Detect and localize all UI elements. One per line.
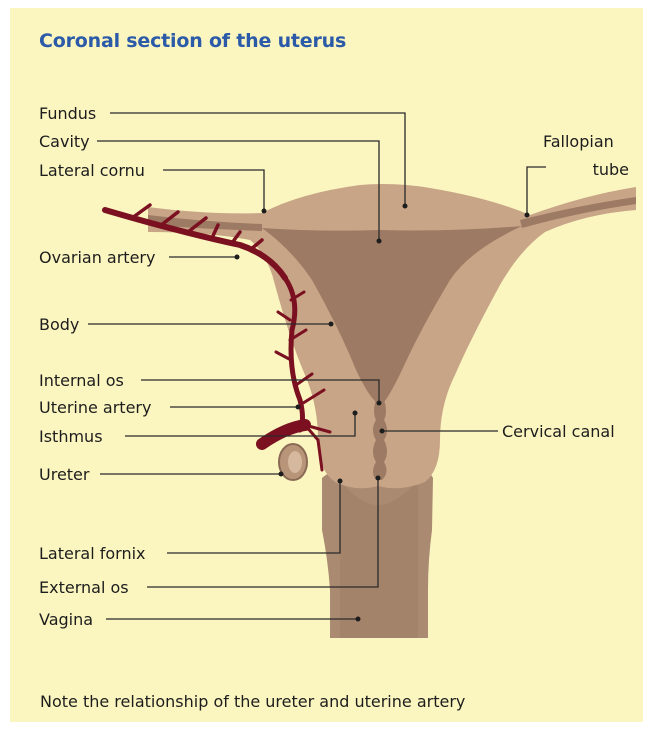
fallopian-tube-leader bbox=[527, 167, 546, 215]
lateral-cornu-leader bbox=[163, 170, 264, 211]
lateral-fornix-leader-dot bbox=[338, 479, 343, 484]
body-leader-dot bbox=[329, 322, 334, 327]
external-os-leader-dot bbox=[376, 476, 381, 481]
internal-os-leader-dot bbox=[377, 401, 382, 406]
label-fallopian-tube-line2: tube bbox=[593, 160, 629, 179]
ovarian-artery-leader-dot bbox=[235, 255, 240, 260]
label-internal-os: Internal os bbox=[39, 371, 124, 390]
isthmus-leader-dot bbox=[353, 411, 358, 416]
ureter-leader-dot bbox=[279, 472, 284, 477]
lateral-fornix-leader bbox=[167, 481, 340, 553]
label-ovarian-artery: Ovarian artery bbox=[39, 248, 155, 267]
fundus-leader-dot bbox=[403, 204, 408, 209]
label-uterine-artery: Uterine artery bbox=[39, 398, 151, 417]
label-ureter: Ureter bbox=[39, 465, 90, 484]
label-cavity: Cavity bbox=[39, 132, 90, 151]
label-vagina: Vagina bbox=[39, 610, 93, 629]
label-lateral-cornu: Lateral cornu bbox=[39, 161, 145, 180]
label-external-os: External os bbox=[39, 578, 129, 597]
uterine-artery-leader-dot bbox=[296, 405, 301, 410]
lateral-cornu-leader-dot bbox=[262, 209, 267, 214]
cavity-leader-dot bbox=[377, 239, 382, 244]
footnote: Note the relationship of the ureter and … bbox=[40, 692, 465, 711]
cervical-canal-leader-dot bbox=[380, 429, 385, 434]
label-lateral-fornix: Lateral fornix bbox=[39, 544, 146, 563]
label-isthmus: Isthmus bbox=[39, 427, 103, 446]
label-cervical-canal: Cervical canal bbox=[502, 422, 615, 441]
fallopian-tube-leader-dot bbox=[525, 213, 530, 218]
ureter-lumen bbox=[288, 451, 302, 473]
uterine-artery-trunk bbox=[262, 425, 305, 444]
vagina-leader-dot bbox=[356, 617, 361, 622]
label-fallopian-tube-line1: Fallopian bbox=[543, 132, 614, 151]
label-body: Body bbox=[39, 315, 79, 334]
label-fundus: Fundus bbox=[39, 104, 96, 123]
